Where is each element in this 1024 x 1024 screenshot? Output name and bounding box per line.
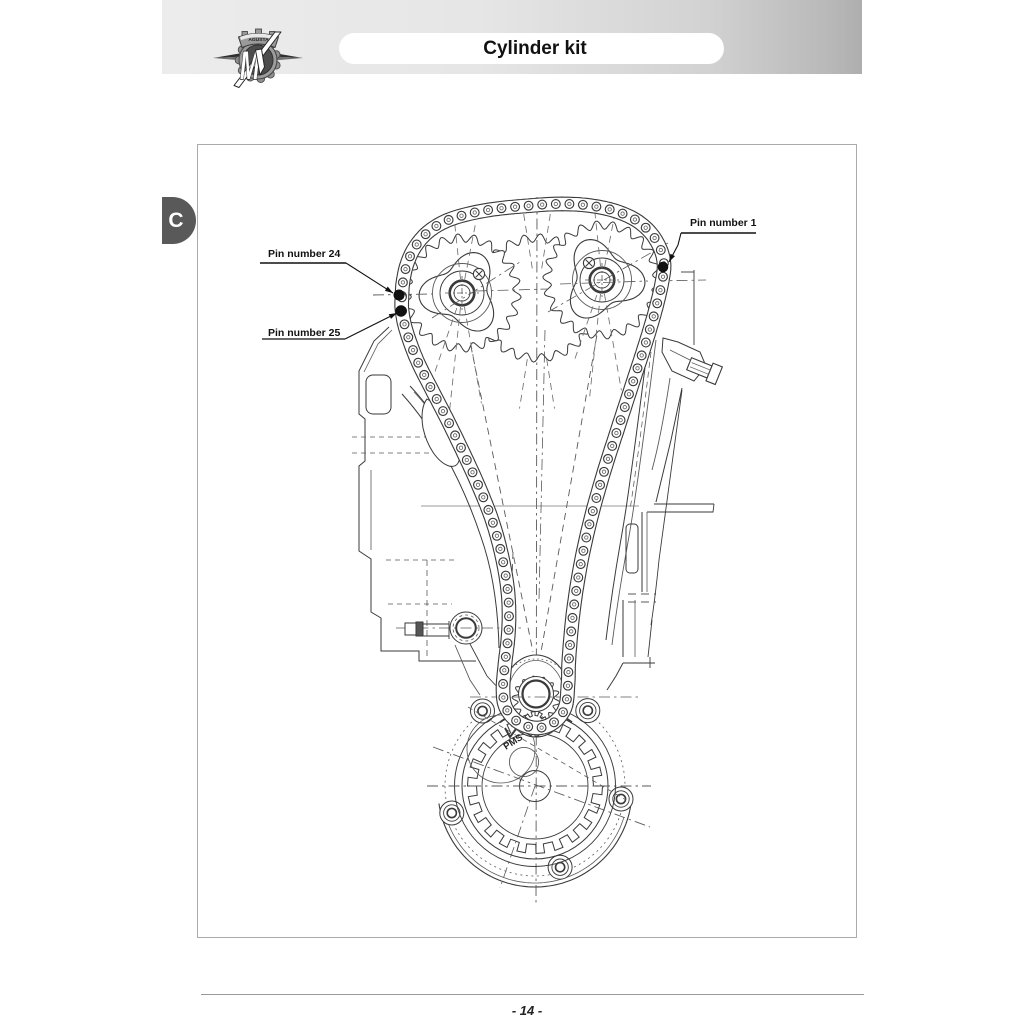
svg-text:AGUSTA: AGUSTA <box>248 37 269 43</box>
svg-text:M: M <box>240 42 260 87</box>
svg-text:Pin number 1: Pin number 1 <box>690 217 757 229</box>
svg-text:Pin number 25: Pin number 25 <box>268 327 341 339</box>
svg-text:Pin number 24: Pin number 24 <box>268 248 341 260</box>
